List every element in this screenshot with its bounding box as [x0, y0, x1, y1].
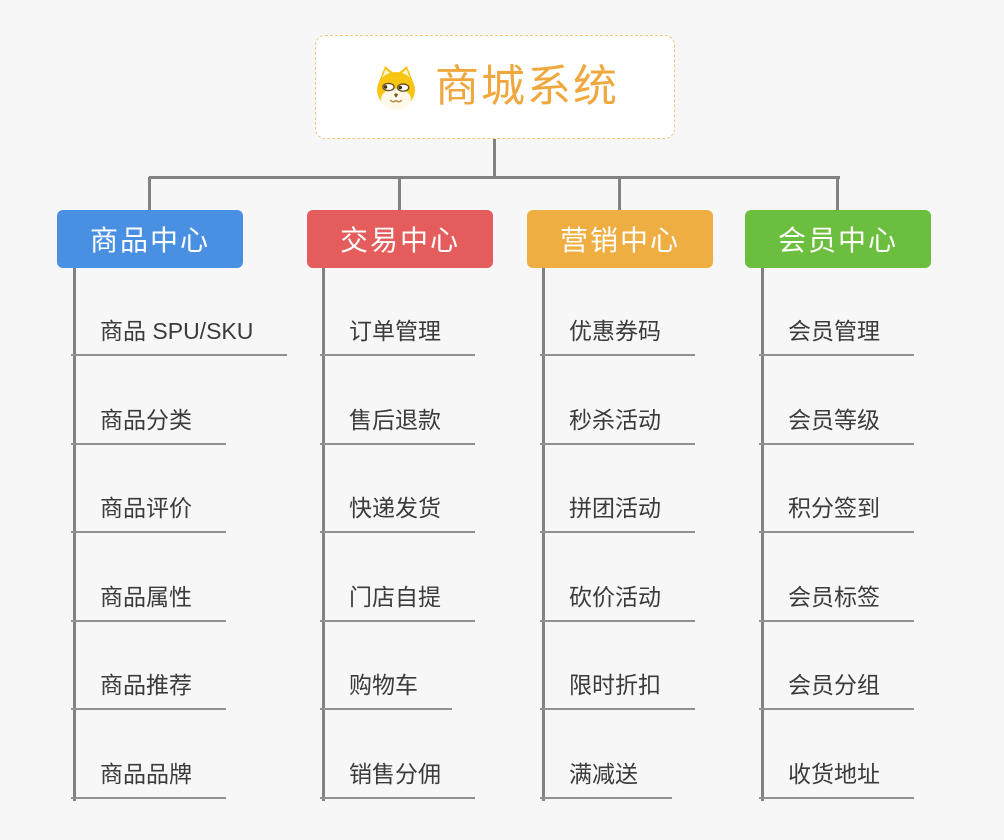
leaf-node[interactable]: 商品 SPU/SKU	[71, 318, 288, 356]
connector-spine	[73, 268, 76, 801]
dog-face-icon	[377, 66, 415, 110]
leaf-node[interactable]: 满减送	[540, 761, 672, 799]
leaf-node[interactable]: 商品分类	[71, 407, 226, 445]
leaf-node[interactable]: 售后退款	[320, 407, 475, 445]
leaf-node[interactable]: 收货地址	[759, 761, 914, 799]
connector-branch-drop	[148, 177, 151, 212]
leaf-node[interactable]: 拼团活动	[540, 495, 695, 533]
leaf-node[interactable]: 商品品牌	[71, 761, 226, 799]
leaf-node[interactable]: 门店自提	[320, 584, 475, 622]
connector-bus	[149, 176, 840, 179]
connector-root-drop	[493, 139, 496, 179]
leaf-node[interactable]: 商品推荐	[71, 672, 226, 710]
root-node-mall-system[interactable]: 商城系统	[315, 35, 675, 139]
leaf-node[interactable]: 会员标签	[759, 584, 914, 622]
leaf-node[interactable]: 限时折扣	[540, 672, 695, 710]
leaf-node[interactable]: 会员分组	[759, 672, 914, 710]
leaf-node[interactable]: 砍价活动	[540, 584, 695, 622]
connector-spine	[322, 268, 325, 801]
leaf-node[interactable]: 销售分佣	[320, 761, 475, 799]
leaf-node[interactable]: 会员等级	[759, 407, 914, 445]
leaf-node[interactable]: 优惠券码	[540, 318, 695, 356]
leaf-node[interactable]: 订单管理	[320, 318, 475, 356]
connector-branch-drop	[836, 177, 839, 212]
connector-branch-drop	[618, 177, 621, 212]
connector-spine	[761, 268, 764, 801]
leaf-node[interactable]: 商品属性	[71, 584, 226, 622]
connector-spine	[542, 268, 545, 801]
branch-product-center[interactable]: 商品中心	[57, 210, 243, 268]
connector-branch-drop	[398, 177, 401, 212]
leaf-node[interactable]: 商品评价	[71, 495, 226, 533]
leaf-node[interactable]: 购物车	[320, 672, 452, 710]
branch-member-center[interactable]: 会员中心	[745, 210, 931, 268]
root-title: 商城系统	[435, 62, 619, 111]
branch-marketing-center[interactable]: 营销中心	[527, 210, 713, 268]
branch-trade-center[interactable]: 交易中心	[307, 210, 493, 268]
leaf-node[interactable]: 快递发货	[320, 495, 475, 533]
leaf-node[interactable]: 积分签到	[759, 495, 914, 533]
leaf-node[interactable]: 秒杀活动	[540, 407, 695, 445]
leaf-node[interactable]: 会员管理	[759, 318, 914, 356]
